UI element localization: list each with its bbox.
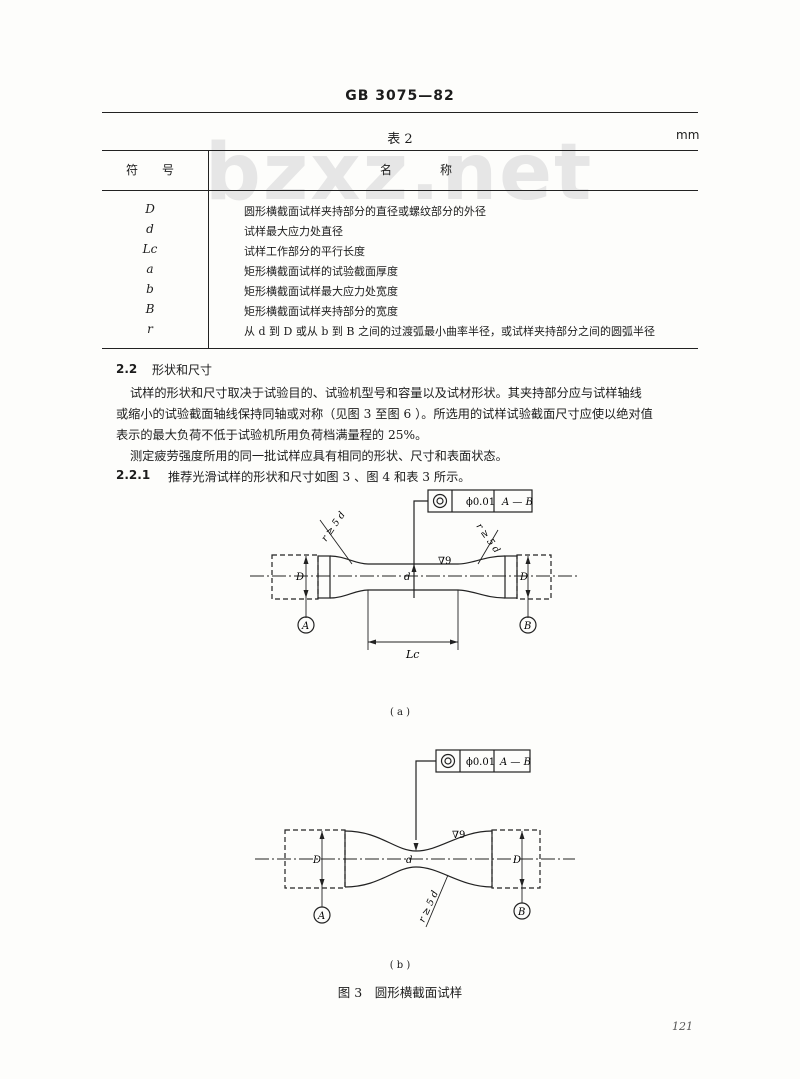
figure-3a-drawing: ϕ0.01 A — B D D d Lc A B ∇9 r ≥ 5 d r ≥ … (250, 489, 580, 661)
table-description: 试样最大应力处直径 (244, 225, 343, 238)
column-header-name: 名 称 (380, 163, 453, 177)
dimension-D: D (295, 572, 304, 583)
dimension-Lc: Lc (405, 648, 419, 661)
table-title: 表 2 (387, 132, 413, 147)
subsection-number: 2.2.1 (116, 468, 151, 482)
subsection-text: 推荐光滑试样的形状和尺寸如图 3 、图 4 和表 3 所示。 (168, 470, 471, 484)
tolerance-value: ϕ0.01 (466, 497, 495, 508)
watermark: bzxz.net (205, 128, 594, 218)
table-description: 矩形横截面试样的试验截面厚度 (244, 265, 398, 278)
dimension-d: d (406, 855, 412, 866)
radius-label: r ≥ 5 d (417, 889, 441, 924)
paragraph-line: 或缩小的试验截面轴线保持同轴或对称（见图 3 至图 6 ）。所选用的试样试验截面… (116, 407, 653, 421)
table-description: 圆形横截面试样夹持部分的直径或螺纹部分的外径 (244, 205, 486, 218)
figure-title: 图 3 圆形横截面试样 (337, 985, 463, 1000)
table-symbol: a (146, 262, 154, 276)
datum-A-label: A (301, 621, 309, 632)
figure-caption-b: ( b ) (389, 960, 411, 971)
datum-B-label: B (523, 621, 531, 632)
concentricity-icon (440, 753, 456, 769)
datum-reference: A — B (499, 757, 531, 768)
header-rule (102, 112, 698, 113)
table-symbol: b (146, 282, 154, 296)
figure-caption-a: ( a ) (389, 707, 411, 718)
section-title: 形状和尺寸 (152, 363, 213, 377)
dimension-d: d (404, 572, 410, 583)
radius-label: r ≥ 5 d (474, 521, 502, 555)
figure-3b-drawing: ϕ0.01 A — B D D d A B ∇9 r ≥ 5 d (255, 749, 575, 928)
datum-reference: A — B (501, 497, 533, 508)
page-number: 121 (672, 1020, 693, 1033)
table-symbol: r (147, 322, 153, 336)
table-unit: mm (676, 128, 700, 142)
datum-A-label: A (317, 911, 325, 922)
table-bottom-rule (102, 348, 698, 349)
dimension-D: D (312, 855, 321, 866)
table-symbol: d (146, 222, 154, 236)
tolerance-value: ϕ0.01 (466, 757, 495, 768)
datum-b-circle (519, 616, 537, 634)
paragraph-line: 表示的最大负荷不低于试验机所用负荷档满量程的 25%。 (116, 428, 428, 442)
paragraph-line: 试样的形状和尺寸取决于试验目的、试验机型号和容量以及试材形状。其夹持部分应与试样… (130, 386, 642, 400)
table-description: 矩形横截面试样夹持部分的宽度 (244, 305, 398, 318)
table-description: 从 d 到 D 或从 b 到 B 之间的过渡弧最小曲率半径，或试样夹持部分之间的… (244, 325, 655, 338)
table-column-divider (208, 150, 209, 348)
column-header-symbol: 符 号 (125, 163, 174, 177)
table-symbol: B (145, 302, 155, 316)
dimension-D: D (512, 855, 521, 866)
datum-a-circle (297, 616, 315, 634)
surface-roughness: ∇9 (452, 830, 465, 841)
table-top-rule (102, 150, 698, 151)
table-header-rule (102, 190, 698, 191)
table-symbol: D (145, 202, 155, 216)
table-description: 矩形横截面试样最大应力处宽度 (244, 285, 398, 298)
dimension-D: D (519, 572, 528, 583)
section-number: 2.2 (116, 362, 138, 376)
paragraph-line: 测定疲劳强度所用的同一批试样应具有相同的形状、尺寸和表面状态。 (130, 449, 508, 463)
page-header: GB 3075—82 (345, 88, 455, 104)
table-description: 试样工作部分的平行长度 (244, 245, 365, 258)
surface-roughness: ∇9 (438, 556, 451, 567)
table-symbol: Lc (142, 242, 158, 256)
concentricity-icon (432, 493, 448, 509)
datum-B-label: B (517, 907, 525, 918)
